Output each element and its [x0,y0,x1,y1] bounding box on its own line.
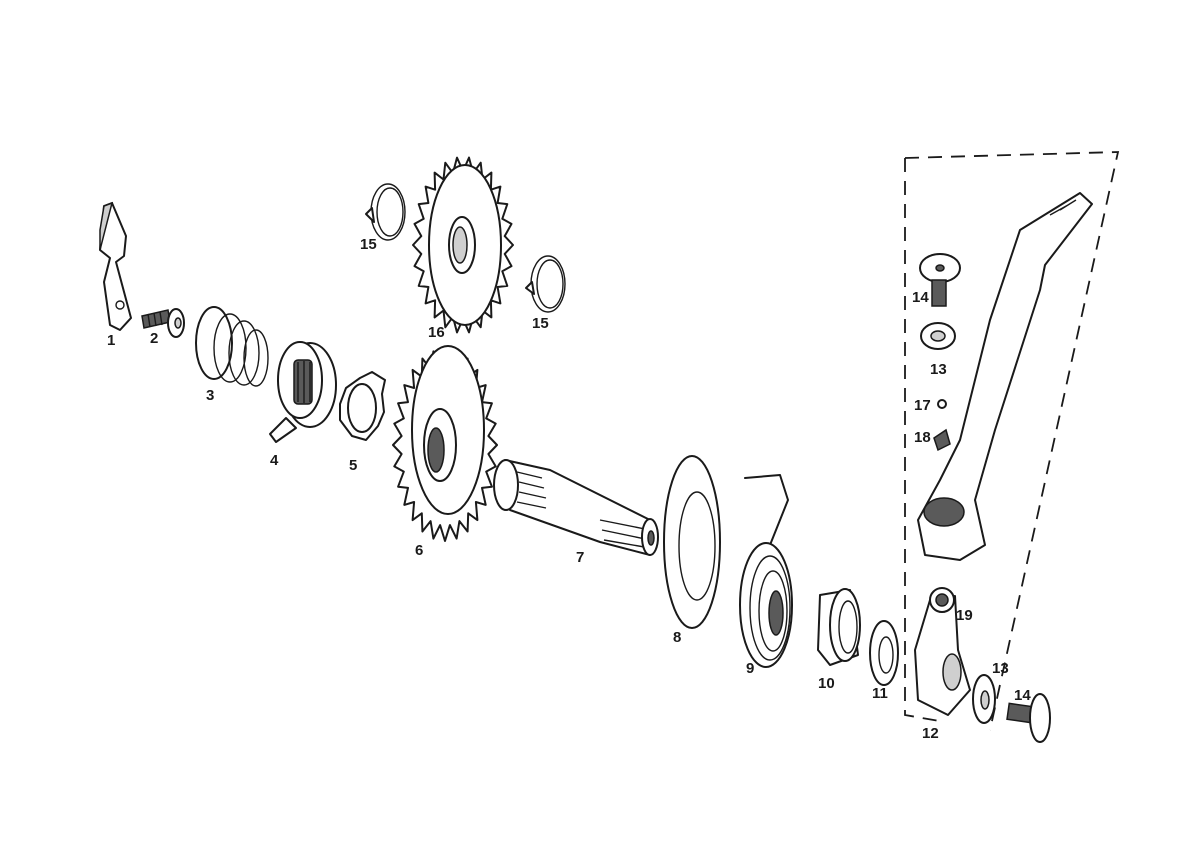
label-13-lower: 13 [992,660,1009,677]
label-7: 7 [576,549,584,566]
label-1: 1 [107,332,115,349]
label-13-upper: 13 [930,361,947,378]
part-7-kickstart-shaft [493,459,659,556]
part-16-idler-gear [412,156,514,334]
label-5: 5 [349,457,357,474]
part-10-bushing [817,588,861,666]
label-14-upper: 14 [912,289,929,306]
label-12: 12 [922,725,939,742]
part-12-lever-boss [914,587,971,716]
label-10: 10 [818,675,835,692]
label-19: 19 [956,607,973,624]
label-4: 4 [270,452,279,469]
label-2: 2 [150,330,158,347]
part-15-circlip-left [365,183,406,241]
part-3-spring [195,306,269,387]
part-6-large-gear [392,345,498,542]
label-9: 9 [746,660,754,677]
label-16: 16 [428,324,445,341]
label-15-right: 15 [532,315,549,332]
assembly-boundary-dashed [904,151,1120,731]
label-3: 3 [206,387,214,404]
part-15-circlip-right [525,255,566,313]
label-8: 8 [673,629,681,646]
part-5-lock-washer [339,371,386,441]
label-17: 17 [914,397,931,414]
part-1-pawl-plate [99,201,132,331]
part-14-bolt-lower [1006,693,1051,743]
label-18: 18 [914,429,931,446]
part-13-washer-upper [920,322,956,350]
part-13-washer-lower [972,674,996,724]
part-17-ball [937,399,947,409]
label-6: 6 [415,542,423,559]
part-9-return-spring [739,474,793,668]
part-11-washer [869,620,899,686]
part-18-detent-spring [933,428,951,452]
part-2-screw [141,308,185,338]
kick-lever-arm [917,192,1093,561]
label-11: 11 [872,685,888,702]
label-15-left: 15 [360,236,377,253]
label-14-lower: 14 [1014,687,1031,704]
part-8-thrust-washer [663,455,721,629]
part-14-bolt-upper [919,253,961,307]
part-4-ratchet [269,341,337,443]
